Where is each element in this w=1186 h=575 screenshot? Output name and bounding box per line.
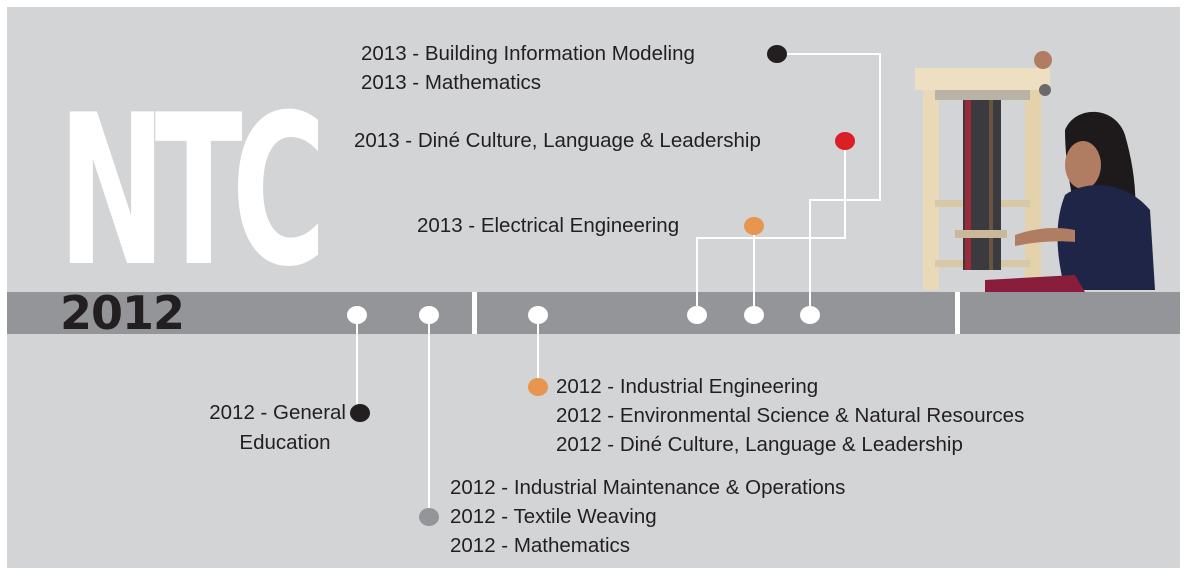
- label-dine-2013: 2013 - Diné Culture, Language & Leadersh…: [354, 129, 761, 152]
- timeline-bar: [7, 292, 1180, 334]
- timeline-divider-2: [955, 292, 960, 334]
- loom-post-left: [923, 78, 939, 290]
- label-industrial-maintenance: 2012 - Industrial Maintenance & Operatio…: [450, 476, 846, 499]
- bar-dot-dine-2013: [687, 306, 707, 324]
- loom-weaver-photo: [915, 51, 1155, 292]
- loom-roller: [935, 90, 1030, 100]
- timeline-year: 2012: [60, 286, 185, 340]
- timeline-divider-1: [472, 292, 477, 334]
- loom-warp-red: [965, 100, 971, 270]
- label-environmental-science: 2012 - Environmental Science & Natural R…: [556, 404, 1025, 427]
- label-textile-weaving: 2012 - Textile Weaving: [450, 505, 657, 528]
- label-industrial-engineering: 2012 - Industrial Engineering: [556, 375, 819, 398]
- label-math-2013: 2013 - Mathematics: [361, 71, 542, 94]
- label-bim: 2013 - Building Information Modeling: [361, 42, 695, 65]
- weaver-skirt: [985, 275, 1085, 292]
- ntc-logo: NTC: [58, 71, 326, 313]
- loom-warp-brown: [989, 100, 993, 270]
- label-electrical: 2013 - Electrical Engineering: [417, 214, 680, 237]
- connector-dine-2013: [696, 141, 846, 315]
- weaver-shirt: [1057, 185, 1155, 290]
- bar-dot-general-education: [347, 306, 367, 324]
- dot-textile: [419, 508, 439, 526]
- weaver-hand-top: [1034, 51, 1052, 69]
- label-general-education-line1: 2012 - General: [209, 401, 346, 424]
- bar-dot-textile: [419, 306, 439, 324]
- dot-dine-2013: [835, 132, 855, 150]
- label-general-education-line2: Education: [239, 431, 331, 454]
- label-math-2012: 2012 - Mathematics: [450, 534, 631, 557]
- dot-bim: [767, 45, 787, 63]
- loom-shed-stick: [955, 230, 1007, 238]
- loom-top-beam: [915, 68, 1050, 90]
- bar-dot-industrial-engineering: [528, 306, 548, 324]
- loom-knob: [1039, 84, 1051, 96]
- weaver-arm: [1015, 227, 1075, 246]
- label-dine-2012: 2012 - Diné Culture, Language & Leadersh…: [556, 433, 963, 456]
- dot-electrical: [744, 217, 764, 235]
- weaver-face: [1065, 141, 1101, 189]
- connector-bim: [778, 53, 881, 315]
- dot-industrial-engineering: [528, 378, 548, 396]
- bar-dot-bim: [800, 306, 820, 324]
- bar-dot-electrical: [744, 306, 764, 324]
- dot-general-education: [350, 404, 370, 422]
